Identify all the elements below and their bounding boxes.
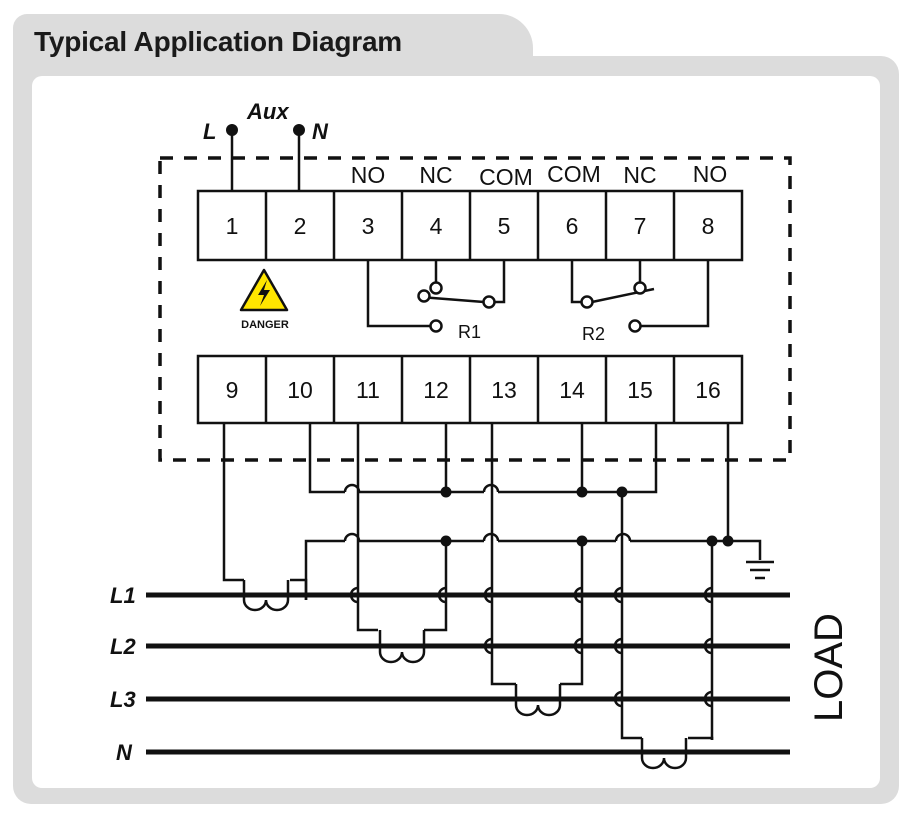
ground-icon: [746, 560, 774, 580]
load-label: LOAD: [807, 613, 851, 722]
terminal-5: 5: [498, 213, 511, 239]
bottom-terminal-block: 9 10 11 12 13 14 15 16: [196, 354, 744, 425]
relay-r2: [570, 260, 710, 333]
line-l2-label: L2: [110, 634, 136, 659]
danger-warning: DANGER: [239, 268, 289, 331]
power-lines: [146, 592, 790, 755]
relay-contact-labels: NO NC COM COM NC NO: [351, 161, 728, 190]
contact-label-5: COM: [479, 164, 533, 190]
terminal-4: 4: [430, 213, 443, 239]
relay-r2-label: R2: [582, 324, 605, 344]
terminal-13: 13: [491, 377, 517, 403]
terminal-12: 12: [423, 377, 449, 403]
line-crossovers: [349, 586, 713, 708]
top-terminal-block: 1 2 3 4 5 6 7 8: [196, 189, 744, 262]
terminal-7: 7: [634, 213, 647, 239]
junction-dots: [440, 486, 734, 547]
terminal-16: 16: [695, 377, 721, 403]
terminal-15: 15: [627, 377, 653, 403]
terminal-11: 11: [356, 377, 380, 403]
terminal-9: 9: [226, 377, 239, 403]
terminal-3: 3: [362, 213, 375, 239]
line-l3-label: L3: [110, 687, 136, 712]
page-title: Typical Application Diagram: [34, 26, 403, 57]
line-n-label: N: [116, 740, 133, 765]
terminal-14: 14: [559, 377, 585, 403]
relay-r1-label: R1: [458, 322, 481, 342]
measurement-wiring: [222, 423, 762, 770]
danger-label: DANGER: [241, 319, 289, 331]
contact-label-4: NC: [419, 162, 452, 188]
relay-r1: [366, 260, 506, 333]
contact-label-8: NO: [693, 161, 728, 187]
terminal-1: 1: [226, 213, 239, 239]
terminal-8: 8: [702, 213, 715, 239]
terminal-6: 6: [566, 213, 579, 239]
contact-label-6: COM: [547, 161, 601, 187]
aux-supply: L N Aux: [203, 99, 329, 191]
aux-l-label: L: [203, 119, 216, 144]
terminal-10: 10: [287, 377, 313, 403]
contact-label-7: NC: [623, 162, 656, 188]
aux-label: Aux: [246, 99, 289, 124]
device-enclosure: [158, 156, 792, 462]
contact-label-3: NO: [351, 162, 386, 188]
aux-n-label: N: [312, 119, 329, 144]
aux-n-terminal-dot: [293, 124, 305, 136]
line-l1-label: L1: [110, 583, 136, 608]
terminal-2: 2: [294, 213, 307, 239]
aux-l-terminal-dot: [226, 124, 238, 136]
